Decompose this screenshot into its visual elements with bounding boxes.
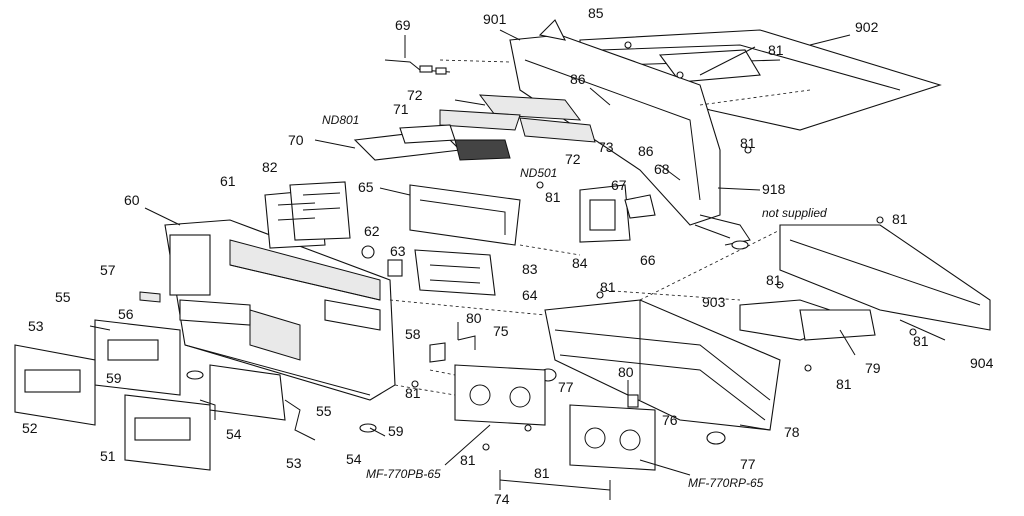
label-nd801: ND801 <box>322 113 360 127</box>
label-nd501: ND501 <box>520 166 558 180</box>
label-76: 76 <box>662 412 678 428</box>
leader-lines <box>89 29 946 490</box>
label-55-a: 55 <box>55 289 71 305</box>
label-81-g: 81 <box>913 333 929 349</box>
label-902: 902 <box>855 19 879 35</box>
switch-boards <box>264 181 351 249</box>
label-57: 57 <box>100 262 116 278</box>
small-parts <box>361 245 403 277</box>
label-70: 70 <box>288 132 304 148</box>
label-77-a: 77 <box>558 379 574 395</box>
label-81-c: 81 <box>545 189 561 205</box>
front-panel-part <box>164 219 396 401</box>
small-bracket-parts <box>429 322 639 408</box>
label-81-i: 81 <box>405 385 421 401</box>
mechanism-plates <box>739 224 991 341</box>
label-51: 51 <box>100 448 116 464</box>
alignment-lines <box>389 229 781 396</box>
label-81-f: 81 <box>600 279 616 295</box>
label-84: 84 <box>572 255 588 271</box>
label-67: 67 <box>611 177 627 193</box>
label-72-a: 72 <box>407 87 423 103</box>
cable-part <box>694 214 751 250</box>
playback-mechanism <box>429 364 546 426</box>
label-54-b: 54 <box>346 451 362 467</box>
label-not-supplied: not supplied <box>762 206 827 220</box>
front-doors <box>14 291 286 471</box>
label-918: 918 <box>762 181 786 197</box>
label-55-b: 55 <box>316 403 332 419</box>
part-74 <box>499 470 611 500</box>
label-66: 66 <box>640 252 656 268</box>
label-81-h: 81 <box>836 376 852 392</box>
label-86-a: 86 <box>570 71 586 87</box>
label-56: 56 <box>118 306 134 322</box>
label-78: 78 <box>784 424 800 440</box>
label-52: 52 <box>22 420 38 436</box>
label-65: 65 <box>358 179 374 195</box>
label-83: 83 <box>522 261 538 277</box>
label-904: 904 <box>970 355 994 371</box>
label-77-b: 77 <box>740 456 756 472</box>
label-75: 75 <box>493 323 509 339</box>
label-61: 61 <box>220 173 236 189</box>
label-69: 69 <box>395 17 411 33</box>
label-62: 62 <box>364 223 380 239</box>
record-mechanism <box>569 404 656 471</box>
label-81-e: 81 <box>766 272 782 288</box>
label-mf-770rp-65: MF-770RP-65 <box>688 476 764 490</box>
label-81-k: 81 <box>534 465 550 481</box>
label-53-b: 53 <box>286 455 302 471</box>
label-mf-770pb-65: MF-770PB-65 <box>366 467 441 481</box>
screws <box>411 41 917 451</box>
label-80-b: 80 <box>618 364 634 380</box>
label-53-a: 53 <box>28 318 44 334</box>
hinge-parts <box>186 370 377 441</box>
label-73: 73 <box>598 139 614 155</box>
label-79: 79 <box>865 360 881 376</box>
label-901: 901 <box>483 11 507 27</box>
label-80-a: 80 <box>466 310 482 326</box>
label-60: 60 <box>124 192 140 208</box>
bracket-part-65 <box>379 184 521 246</box>
label-903: 903 <box>702 294 726 310</box>
label-58: 58 <box>405 326 421 342</box>
label-64: 64 <box>522 287 538 303</box>
label-59-b: 59 <box>388 423 404 439</box>
label-82: 82 <box>262 159 278 175</box>
label-81-d: 81 <box>892 211 908 227</box>
lever-part-69 <box>384 35 451 75</box>
label-68: 68 <box>654 161 670 177</box>
connector-parts <box>439 94 596 143</box>
label-74: 74 <box>494 491 510 507</box>
label-81-b: 81 <box>740 135 756 151</box>
board-part-83 <box>414 249 496 296</box>
label-81-j: 81 <box>460 452 476 468</box>
label-81-a: 81 <box>768 42 784 58</box>
pcb-boards <box>314 124 511 161</box>
label-85: 85 <box>588 5 604 21</box>
label-72-b: 72 <box>565 151 581 167</box>
label-63: 63 <box>390 243 406 259</box>
side-brackets <box>579 184 656 243</box>
label-54-a: 54 <box>226 426 242 442</box>
label-71: 71 <box>393 101 409 117</box>
label-59-a: 59 <box>106 370 122 386</box>
top-cover-part <box>579 29 942 131</box>
label-86-b: 86 <box>638 143 654 159</box>
